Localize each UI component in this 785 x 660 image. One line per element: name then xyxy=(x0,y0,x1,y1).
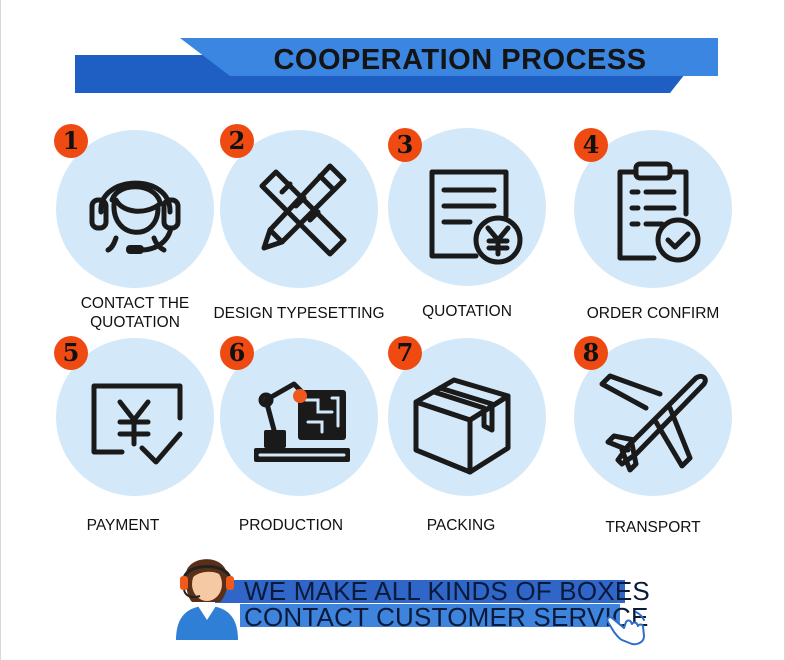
step-circle xyxy=(56,130,214,288)
step-number-badge: 1 xyxy=(54,124,88,158)
customer-service-agent-icon xyxy=(176,559,238,640)
airplane-icon xyxy=(599,373,708,473)
left-frame-line xyxy=(0,0,1,660)
pointing-hand-icon xyxy=(606,611,645,646)
cta-bar-top xyxy=(215,580,625,603)
cta-contact-customer-service[interactable]: CONTACT CUSTOMER SERVICE xyxy=(244,602,649,632)
step-packing: 7 PACKING xyxy=(386,336,556,536)
cta-bar-bottom xyxy=(240,604,620,627)
robot-arm-factory-icon xyxy=(254,381,350,462)
step-label: PACKING xyxy=(366,516,556,535)
step-label: DESIGN TYPESETTING xyxy=(204,304,394,323)
step-label-line1: TRANSPORT xyxy=(605,519,701,536)
header-banner: COOPERATION PROCESS xyxy=(0,0,785,100)
cta-headline: WE MAKE ALL KINDS OF BOXES xyxy=(244,576,650,606)
clipboard-check-icon xyxy=(617,161,701,263)
step-contact-quotation: 1 CONTACT THE QUOTATION xyxy=(52,124,222,331)
step-design-typesetting: 2 DESIGN TYPESETTING xyxy=(213,124,388,328)
step-label: TRANSPORT xyxy=(558,518,748,537)
step-label-line1: CONTACT THE xyxy=(80,295,190,312)
step-label: ORDER CONFIRM xyxy=(558,304,748,323)
step-payment: 5 PAYMENT xyxy=(52,336,222,536)
step-production: 6 PRODUCTION xyxy=(218,336,388,536)
step-circle xyxy=(220,130,378,288)
step-number-badge: 7 xyxy=(388,336,422,370)
box-package-icon xyxy=(413,377,511,475)
yen-payment-check-icon xyxy=(91,383,183,465)
step-number-badge: 4 xyxy=(574,128,608,162)
step-label-line2: QUOTATION xyxy=(90,314,180,331)
step-order-confirm: 4 ORDER CONFIRM xyxy=(572,128,742,328)
step-label-line1: ORDER CONFIRM xyxy=(586,305,720,322)
step-label-line1: QUOTATION xyxy=(422,303,512,320)
step-number-badge: 2 xyxy=(220,124,254,158)
banner-shapes xyxy=(75,38,718,93)
step-label-line1: DESIGN TYPESETTING xyxy=(213,305,385,322)
quotation-document-yen-icon xyxy=(429,169,523,265)
pencil-ruler-icon xyxy=(259,163,347,257)
step-number-badge: 3 xyxy=(388,128,422,162)
step-number-badge: 6 xyxy=(220,336,254,370)
step-label-line1: PAYMENT xyxy=(86,517,160,534)
step-number-badge: 5 xyxy=(54,336,88,370)
headset-agent-icon xyxy=(89,180,181,254)
step-quotation: 3 QUOTATION xyxy=(386,126,556,326)
page-title: COOPERATION PROCESS xyxy=(273,44,647,76)
step-label: PAYMENT xyxy=(28,516,218,535)
step-label: QUOTATION xyxy=(372,302,562,321)
step-label: PRODUCTION xyxy=(196,516,386,535)
step-label-line1: PRODUCTION xyxy=(238,517,344,534)
step-label: CONTACT THE QUOTATION xyxy=(40,294,230,332)
step-circle xyxy=(388,338,546,496)
step-label-line1: PACKING xyxy=(426,517,496,534)
step-transport: 8 TRANSPORT xyxy=(572,336,742,536)
step-number-badge: 8 xyxy=(574,336,608,370)
